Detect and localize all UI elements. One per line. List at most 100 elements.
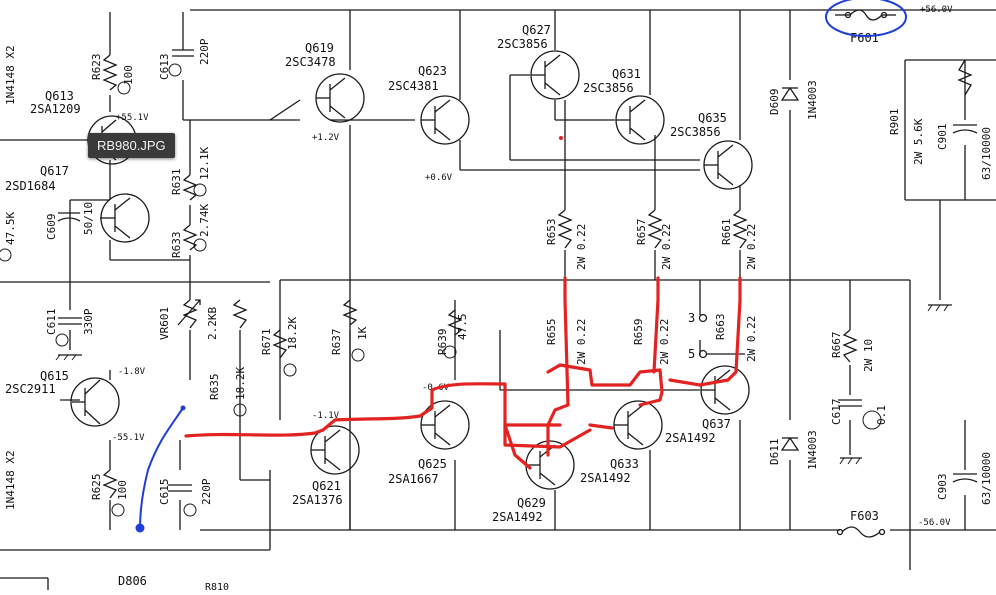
- label-c615: C615: [158, 479, 171, 506]
- schematic-labels: Q613 2SA1209 +55.1V Q617 2SD1684 Q615 2S…: [4, 5, 993, 593]
- label-q625-part: 2SA1667: [388, 472, 439, 486]
- transistor-q617: [100, 193, 150, 243]
- label-q617-part: 2SD1684: [5, 179, 56, 193]
- label-v-p06: +0.6V: [425, 173, 453, 183]
- transistor-q635: [703, 140, 753, 190]
- circuit-wiring: [0, 9, 996, 590]
- transistor-q621: [310, 425, 360, 475]
- label-q637-part: 2SA1492: [665, 431, 716, 445]
- blue-annotation-traces: [135, 0, 907, 533]
- label-r901-value: 2W 5.6K: [912, 118, 925, 165]
- label-c617: C617: [830, 399, 843, 426]
- transistor-q627: [530, 50, 580, 100]
- label-c903-value: 63/10000: [980, 452, 993, 505]
- label-r653-value: 2W 0.22: [575, 224, 588, 270]
- label-r657: R657: [635, 219, 648, 246]
- label-r663: R663: [714, 314, 727, 341]
- label-r623-value: 100: [122, 65, 135, 85]
- label-q635: Q635: [698, 111, 727, 125]
- fuses: [835, 9, 896, 538]
- label-q621: Q621: [312, 479, 341, 493]
- label-q633-part: 2SA1492: [580, 471, 631, 485]
- label-q621-part: 2SA1376: [292, 493, 343, 507]
- label-c611-value: 330P: [82, 308, 95, 335]
- label-c609: C609: [45, 214, 58, 241]
- label-r631: R631: [170, 169, 183, 196]
- label-r635: R635: [208, 374, 221, 401]
- label-r639: R639: [436, 329, 449, 356]
- transistor-q631: [615, 95, 665, 145]
- label-r671-value: 18.2K: [286, 317, 299, 350]
- transistor-q625: [420, 400, 470, 450]
- label-q619: Q619: [305, 41, 334, 55]
- component-markings: [0, 63, 882, 517]
- label-q635-part: 2SC3856: [670, 125, 721, 139]
- label-r810: R810: [205, 582, 229, 590]
- label-r653: R653: [545, 219, 558, 246]
- label-q629-part: 2SA1492: [492, 510, 543, 524]
- label-r663-value: 2W 0.22: [745, 316, 758, 362]
- label-r655: R655: [545, 319, 558, 346]
- label-v-n56: -56.0V: [918, 518, 951, 528]
- label-q633: Q633: [610, 457, 639, 471]
- transistor-q633: [613, 400, 663, 450]
- label-q613-part: 2SA1209: [30, 102, 81, 116]
- label-c615-value: 220P: [200, 478, 213, 505]
- ground-symbols: [55, 304, 952, 465]
- label-c613-value: 220P: [198, 38, 211, 65]
- label-v-p12: +1.2V: [312, 133, 340, 143]
- label-vr601: VR601: [158, 307, 171, 340]
- label-r659: R659: [632, 319, 645, 346]
- label-q637: Q637: [702, 417, 731, 431]
- label-r661-value: 2W 0.22: [745, 224, 758, 270]
- label-c901: C901: [936, 124, 949, 151]
- label-vr601-value: 2.2KB: [206, 307, 219, 340]
- label-d609-value: 1N4003: [806, 80, 819, 120]
- transistor-q619: [315, 73, 365, 123]
- label-v-n11: -1.1V: [312, 411, 340, 421]
- label-q631: Q631: [612, 67, 641, 81]
- label-r623: R623: [90, 54, 103, 81]
- label-r657-value: 2W 0.22: [660, 224, 673, 270]
- transistor-q615: [70, 377, 120, 427]
- label-d611-value: 1N4003: [806, 430, 819, 470]
- transistor-q637: [700, 365, 750, 415]
- resistors: [102, 54, 973, 499]
- label-r659-value: 2W 0.22: [658, 319, 671, 365]
- label-r637-value: 1K: [356, 326, 369, 340]
- transistor-q623: [420, 95, 470, 145]
- filename-tooltip: RB980.JPG: [88, 133, 175, 158]
- label-q615-part: 2SC2911: [5, 382, 56, 396]
- label-r661: R661: [720, 219, 733, 246]
- label-diode-left-bot: 1N4148 X2: [4, 450, 17, 510]
- label-d611: D611: [768, 439, 781, 466]
- label-d806: D806: [118, 574, 147, 588]
- label-q629: Q629: [517, 496, 546, 510]
- capacitors: [57, 49, 978, 492]
- label-r625-value: 100: [116, 480, 129, 500]
- label-out3: 3: [688, 311, 695, 325]
- label-r633-value: 2.74K: [198, 204, 211, 237]
- label-q623-part: 2SC4381: [388, 79, 439, 93]
- label-diode-left-top: 1N4148 X2: [4, 45, 17, 105]
- label-q619-part: 2SC3478: [285, 55, 336, 69]
- label-c609-value: 50/10: [82, 202, 95, 235]
- label-f601: F601: [850, 31, 879, 45]
- label-q627: Q627: [522, 23, 551, 37]
- label-r671: R671: [260, 329, 273, 356]
- label-q631-part: 2SC3856: [583, 81, 634, 95]
- label-r655-value: 2W 0.22: [575, 319, 588, 365]
- label-f603: F603: [850, 509, 879, 523]
- label-r639-value: 47.5: [456, 314, 469, 341]
- label-c611: C611: [45, 309, 58, 336]
- label-v-p551: +55.1V: [116, 113, 149, 123]
- red-annotation-traces: [184, 136, 742, 470]
- label-q613: Q613: [45, 89, 74, 103]
- label-q615: Q615: [40, 369, 69, 383]
- label-r625: R625: [90, 474, 103, 501]
- label-v-p56: +56.0V: [920, 5, 953, 15]
- label-q623: Q623: [418, 64, 447, 78]
- label-q625: Q625: [418, 457, 447, 471]
